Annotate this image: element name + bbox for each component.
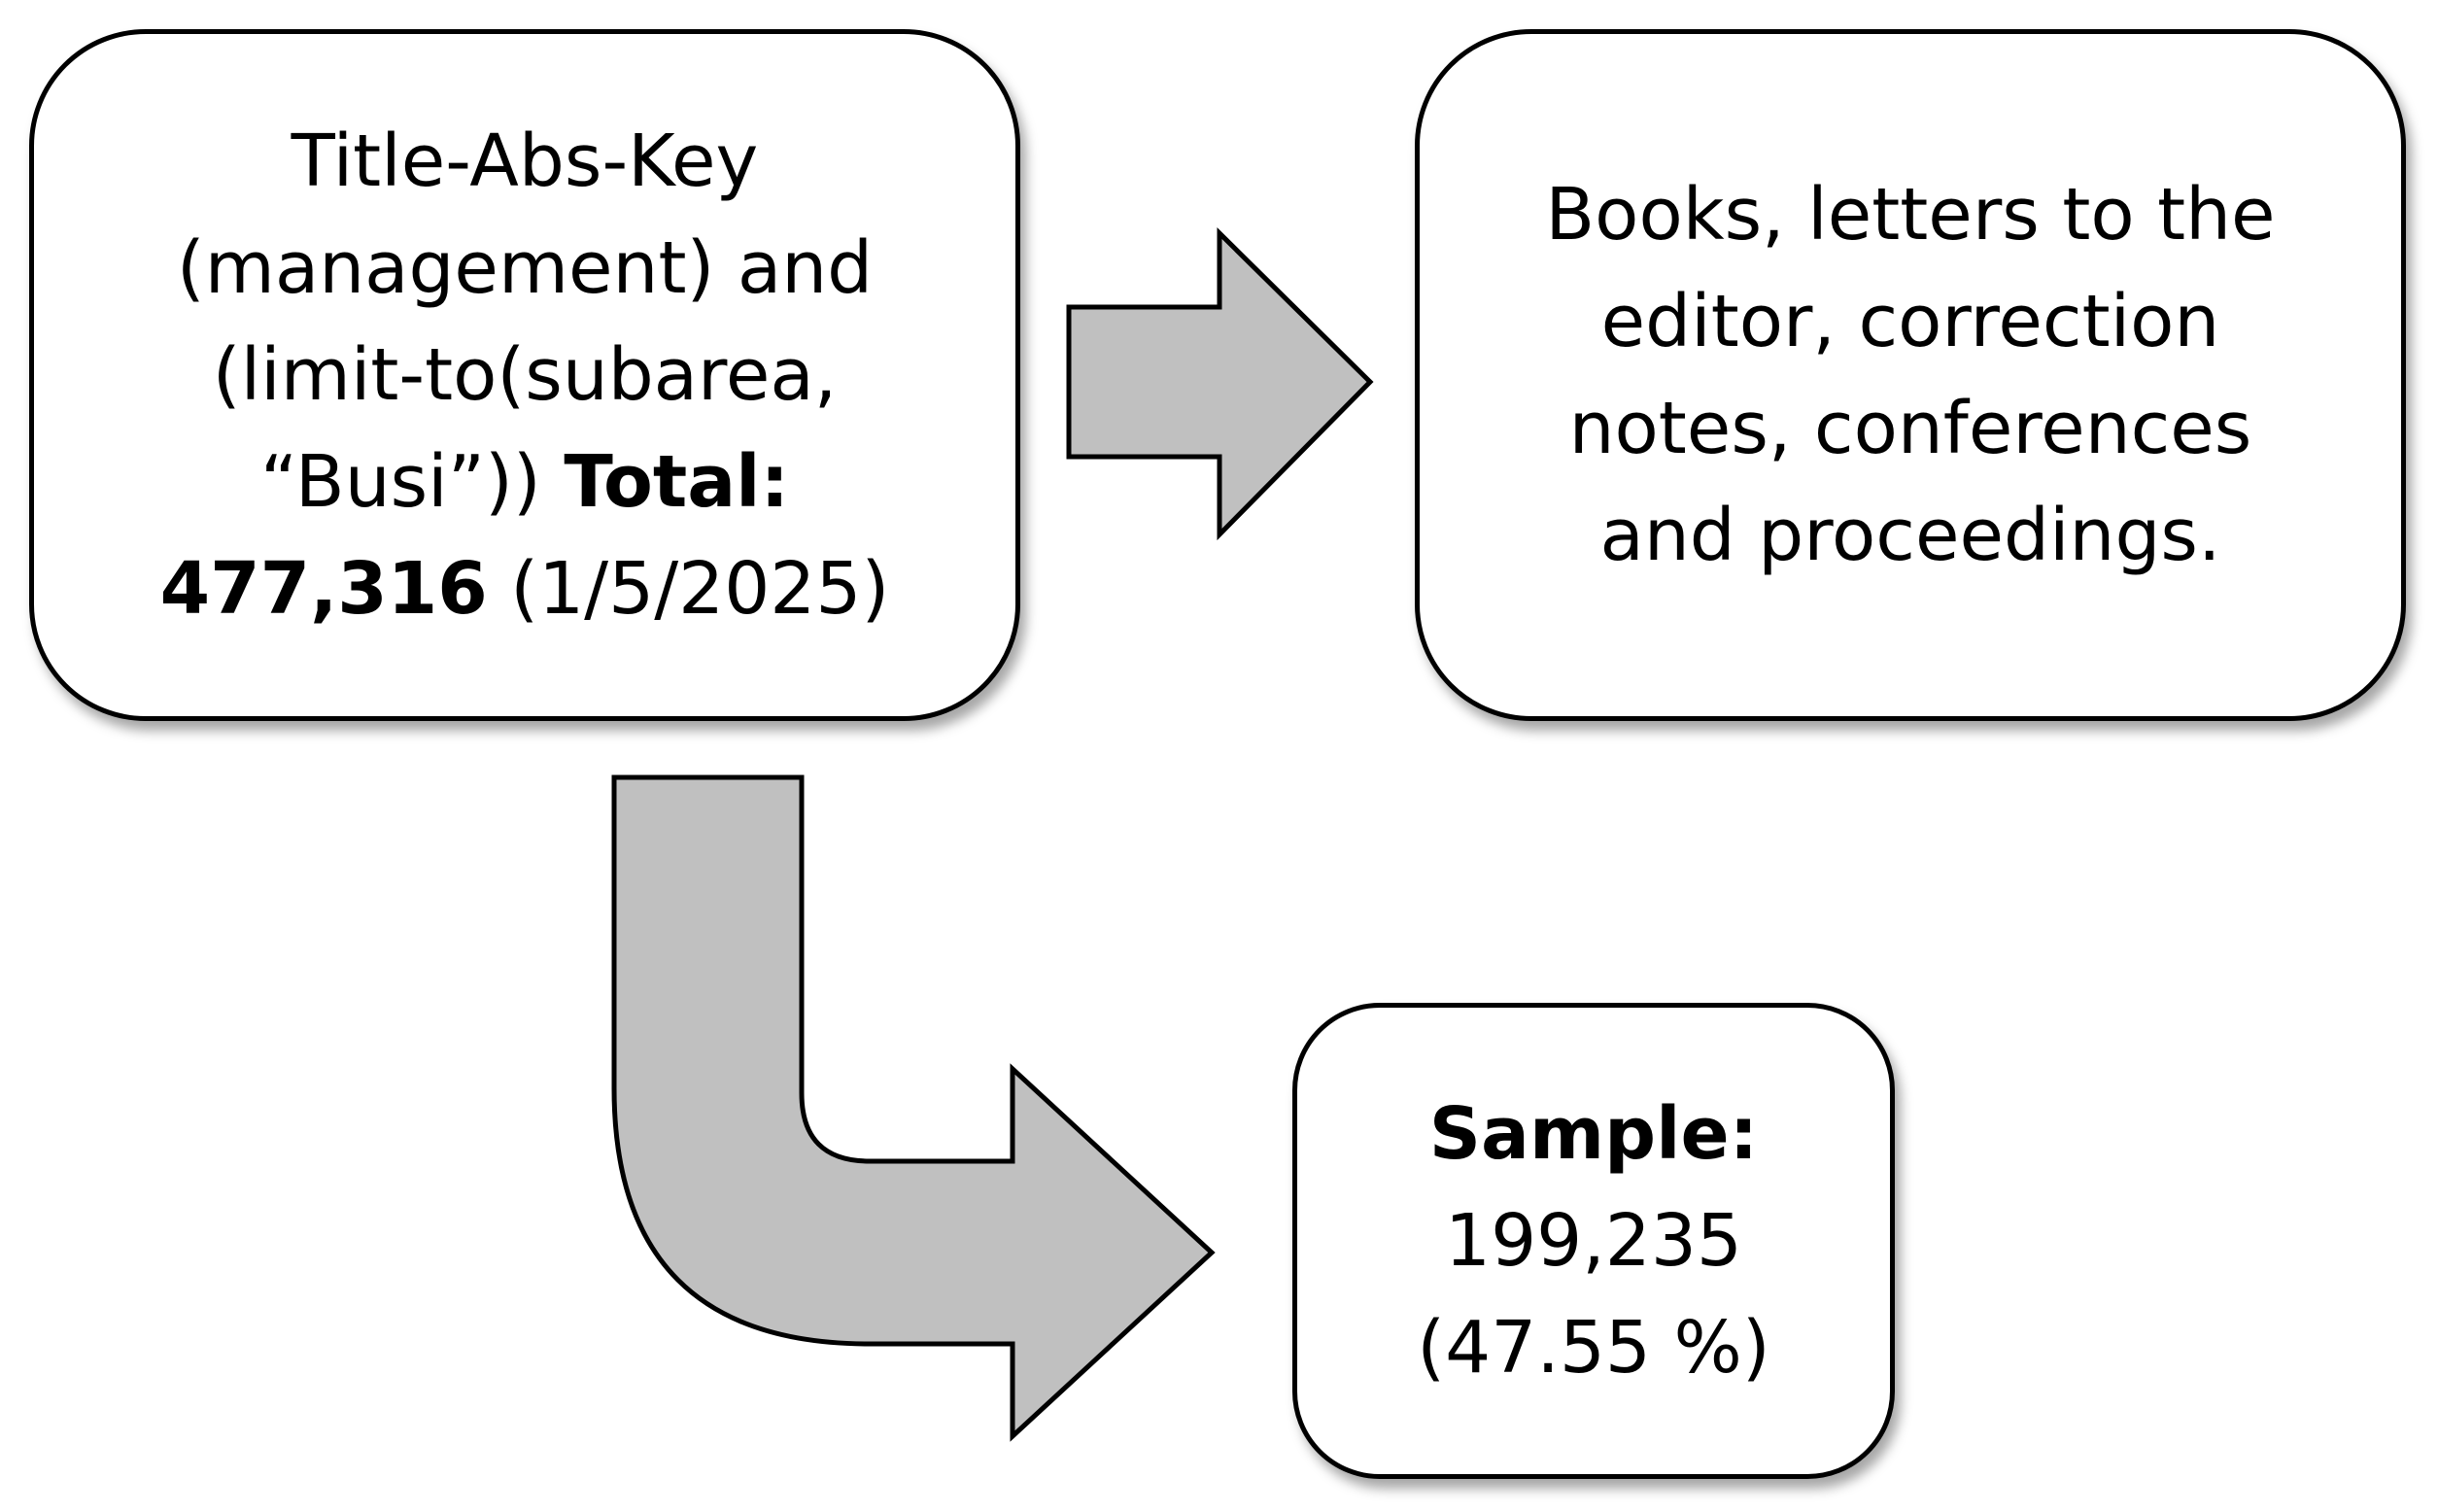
query-line-5: 477,316 (1/5/2025) [160, 535, 890, 642]
sample-text: Sample: 199,235 (47.55 %) [1417, 1081, 1769, 1401]
sample-label: Sample: [1428, 1092, 1759, 1176]
total-value: 477,316 [159, 547, 488, 631]
query-line-2: (management) and [176, 226, 874, 310]
total-label: Total: [564, 440, 790, 524]
bent-arrow [611, 774, 1216, 1442]
query-box: Title-Abs-Key (management) and (limit-to… [29, 29, 1020, 721]
excluded-text: Books, letters to the editor, correction… [1545, 161, 2275, 589]
query-date: (1/5/2025) [510, 547, 890, 631]
sample-count: 199,235 [1444, 1199, 1742, 1283]
excluded-line-1: Books, letters to the [1545, 173, 2276, 257]
sample-percent: (47.55 %) [1417, 1306, 1770, 1390]
query-line-1: Title-Abs-Key [291, 120, 759, 203]
query-line-3: (limit-to(subarea, [212, 333, 838, 417]
excluded-line-4: and proceedings. [1599, 494, 2221, 577]
sample-box: Sample: 199,235 (47.55 %) [1292, 1003, 1895, 1479]
excluded-line-3: notes, conferences [1568, 387, 2252, 470]
query-text: Title-Abs-Key (management) and (limit-to… [160, 108, 890, 642]
query-line-4: “Busi”)) Total: [160, 429, 890, 535]
right-arrow [1066, 227, 1374, 541]
query-subarea: “Busi”)) [259, 440, 541, 524]
excluded-box: Books, letters to the editor, correction… [1415, 29, 2406, 721]
excluded-line-2: editor, correction [1600, 280, 2220, 363]
